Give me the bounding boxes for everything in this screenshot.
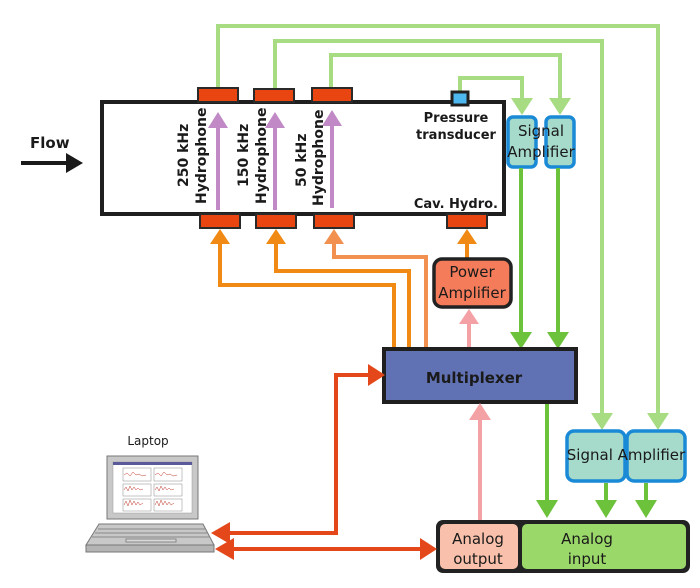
signal-amplifier-bottom-label: Signal Amplifier [567,446,686,464]
transducer-50khz-bottom [313,213,355,229]
arrowhead-icon [635,500,657,518]
arrowhead-icon [324,229,344,244]
transducer-150khz-top [253,88,295,103]
flow-tube [100,100,506,216]
arrowhead-icon [215,538,234,560]
arrowhead-icon [469,403,491,420]
label-150khz: 150 kHz [236,124,252,187]
signal-amplifier-top-label-line2: Amplifier [507,143,575,161]
beam-arrowhead-icon [208,112,228,128]
power-amplifier-label-line2: Amplifier [438,284,506,302]
arrowhead-icon [549,98,571,115]
label-150khz-hydrophone: Hydrophone [254,108,270,204]
analog-input-label-line2: input [568,550,607,568]
green-arrowheads [510,332,657,518]
label-50khz: 50 kHz [294,133,310,187]
arrowhead-icon [210,229,230,244]
arrowhead-icon [547,332,569,349]
arrowhead-icon [368,364,385,386]
laptop-keys [92,528,210,543]
drive-line-150khz [274,242,411,349]
transducer-cav-hydro-bottom [446,213,488,229]
hydrophone-labels: 250 kHz Hydrophone 150 kHz Hydrophone 50… [176,108,327,206]
laptop-icon [85,455,215,553]
drive-line-50khz [332,242,428,349]
arrowhead-icon [647,413,669,430]
label-50khz-hydrophone: Hydrophone [311,110,327,206]
flow-label: Flow [30,134,70,152]
arrowhead-icon [266,229,286,244]
laptop-label: Laptop [127,434,168,448]
arrowhead-icon [591,413,613,430]
laptop-screen [112,461,193,514]
analog-output-label-line2: output [453,550,503,568]
line-50khz-to-top-amp-right [329,53,562,98]
flow-arrow-icon [66,153,83,173]
label-250khz-hydrophone: Hydrophone [194,108,210,204]
transducer-50khz-top [311,87,353,103]
arrowhead-icon [459,309,479,324]
arrowhead-icon [420,538,437,560]
laptop-link-arrowheads [211,364,437,560]
pressure-transducer-sensor [450,90,470,107]
laptop-screen-plots [122,467,183,512]
line-pressure-to-top-amp-left [458,76,524,98]
multiplexer-label: Multiplexer [426,369,523,387]
pressure-transducer-label-line2: transducer [416,128,496,143]
signal-amplifier-top-right [544,115,576,169]
cav-hydro-label: Cav. Hydro. [414,197,498,212]
signal-amplifier-bottom-right [625,429,687,483]
analog-output-box [440,524,518,569]
line-150khz-to-bottom-amp-left [273,39,604,415]
power-amplifier-box [432,257,513,309]
drive-line-250khz [218,242,396,349]
signal-lines-top [216,24,660,415]
top-transducers [197,87,353,103]
analog-input-label-line1: Analog [561,530,613,548]
drive-arrowheads [210,229,477,244]
beam-arrowhead-icon [265,112,285,128]
bottom-transducers [199,213,488,229]
laptop-screen-titlebar [113,462,192,465]
transducer-250khz-top [197,87,239,103]
arrowhead-icon [457,229,477,244]
transducer-150khz-bottom [255,213,297,229]
link-laptop-to-multiplexer [228,373,370,535]
arrowhead-icon [510,332,532,349]
drive-lines [218,242,469,349]
arrowhead-icon [511,98,533,115]
analog-output-label-line1: Analog [452,530,504,548]
signal-amplifier-top-label-line1: Signal [518,122,564,140]
power-amplifier-label-line1: Power [449,263,495,281]
arrowhead-icon [211,522,230,544]
laptop-links [228,373,422,551]
signal-line-arrowheads-top [511,98,669,430]
hydrophone-beams [208,110,342,210]
pressure-transducer-label-line1: Pressure [424,111,489,126]
label-250khz: 250 kHz [176,124,192,187]
arrowhead-icon [595,500,617,518]
signal-lines-to-multiplexer [519,168,648,502]
signal-amplifier-top-left [506,115,538,169]
line-250khz-to-bottom-amp-right [216,24,660,415]
transducer-250khz-bottom [199,213,241,229]
analog-input-box [522,524,686,569]
laptop-base [85,544,215,553]
beam-arrowhead-icon [322,110,342,126]
arrowhead-icon [536,500,558,518]
signal-amplifier-bottom-left [565,429,627,483]
